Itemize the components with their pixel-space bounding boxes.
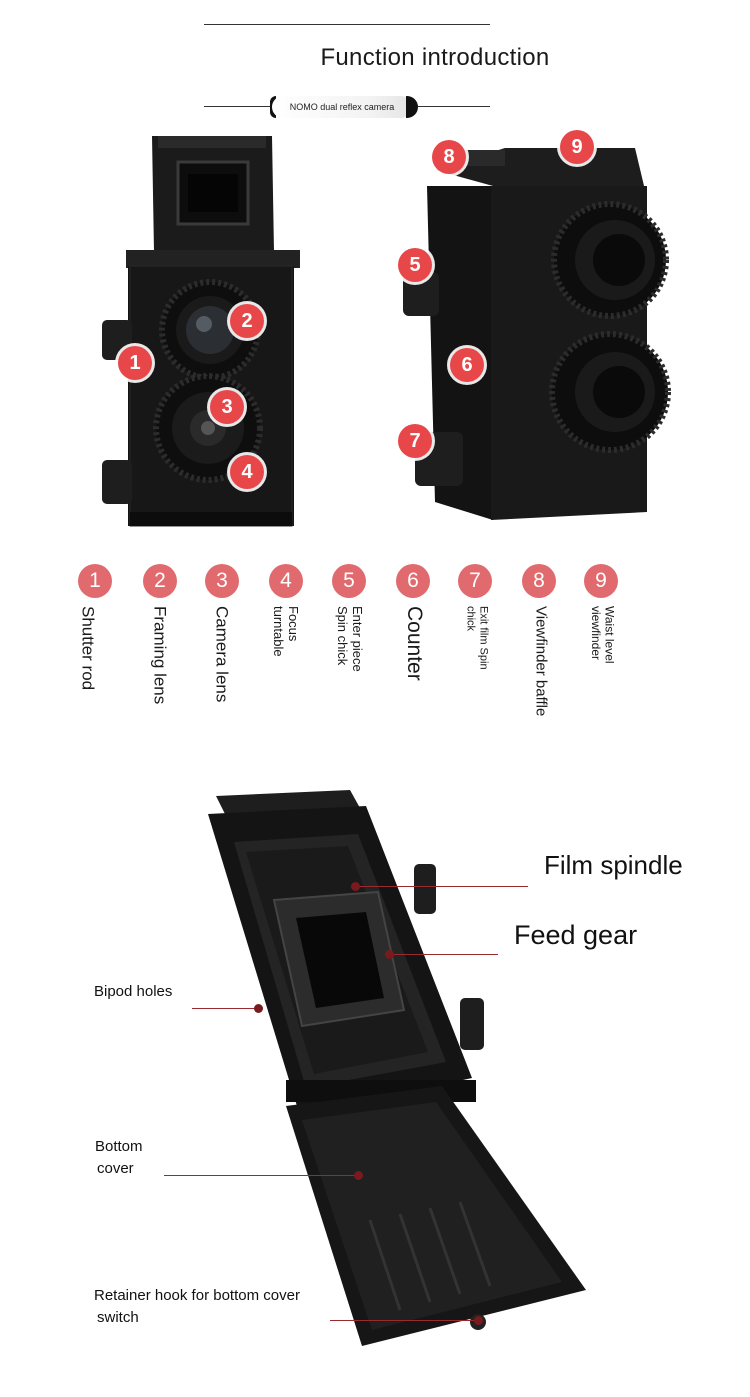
leader-feed-gear [390, 954, 498, 955]
legend-badge-2: 2 [143, 564, 177, 598]
subtitle-rule-left [204, 106, 272, 107]
legend-label-8: Viewfinder baffle [532, 606, 550, 717]
callout-retainer-2: switch [97, 1309, 139, 1326]
badge-4: 4 [230, 455, 264, 489]
subtitle-cap-right [406, 96, 418, 118]
legend-label-7: Exit film Spin chick [464, 606, 490, 670]
camera-front-image [102, 136, 300, 527]
leader-bottom-cover [164, 1175, 358, 1176]
badge-7: 7 [398, 424, 432, 458]
badge-1: 1 [118, 346, 152, 380]
badge-8: 8 [432, 140, 466, 174]
subtitle-rule-right [418, 106, 490, 107]
leader-dot-bottom-cover [354, 1171, 363, 1180]
leader-dot-film-spindle [351, 882, 360, 891]
page-subtitle: NOMO dual reflex camera [272, 96, 412, 118]
callout-bipod-holes: Bipod holes [94, 983, 173, 1000]
legend-label-4: Focus turntable [270, 606, 301, 657]
leader-film-spindle [356, 886, 528, 887]
badge-5: 5 [398, 248, 432, 282]
badge-6: 6 [450, 348, 484, 382]
badge-2: 2 [230, 304, 264, 338]
legend-label-3: Camera lens [212, 606, 232, 703]
legend-badge-9: 9 [584, 564, 618, 598]
legend-badge-5: 5 [332, 564, 366, 598]
leader-dot-retainer [474, 1316, 483, 1325]
leader-dot-bipod-holes [254, 1004, 263, 1013]
camera-side-image [403, 148, 671, 520]
legend-badge-8: 8 [522, 564, 556, 598]
legend-badge-7: 7 [458, 564, 492, 598]
callout-film-spindle: Film spindle [544, 850, 683, 880]
badge-9: 9 [560, 130, 594, 164]
legend-badge-6: 6 [396, 564, 430, 598]
legend-badge-1: 1 [78, 564, 112, 598]
camera-open-image [208, 790, 586, 1346]
badge-3: 3 [210, 390, 244, 424]
callout-bottom-cover-1: Bottom [95, 1138, 143, 1155]
callout-feed-gear: Feed gear [514, 920, 638, 950]
top-rule [204, 24, 490, 25]
legend-badge-4: 4 [269, 564, 303, 598]
legend-label-5: Enter piece Spin chick [334, 606, 365, 672]
callout-retainer-1: Retainer hook for bottom cover [94, 1287, 300, 1304]
callout-bottom-cover-2: cover [97, 1160, 134, 1177]
leader-dot-feed-gear [385, 950, 394, 959]
page-title: Function introduction [320, 44, 550, 71]
legend-label-9: Waist level viewfinder [588, 606, 617, 664]
legend-badge-3: 3 [205, 564, 239, 598]
legend-label-1: Shutter rod [78, 606, 98, 691]
legend-label-6: Counter [403, 606, 427, 681]
leader-bipod-holes [192, 1008, 256, 1009]
leader-retainer [330, 1320, 476, 1321]
legend-label-2: Framing lens [150, 606, 170, 705]
